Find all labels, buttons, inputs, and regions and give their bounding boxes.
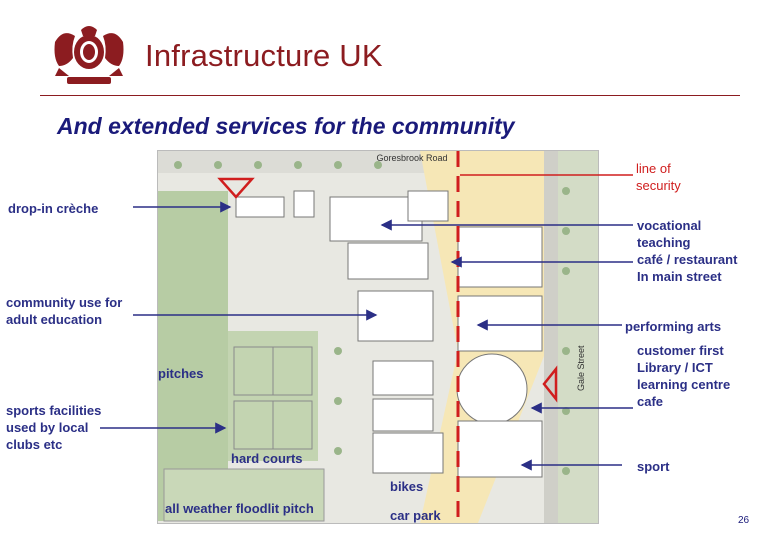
- label-hard-courts: hard courts: [231, 451, 303, 466]
- site-plan-drawing: Goresbrook Road Gale Street: [158, 151, 598, 523]
- label-line-of-security: line of security: [636, 161, 681, 193]
- brand-name: Infrastructure UK: [145, 38, 383, 73]
- street-label: Gale Street: [576, 345, 586, 391]
- creche-building: [235, 196, 285, 218]
- all-weather-pitch: [163, 468, 325, 522]
- header-divider: [40, 95, 740, 96]
- label-performing-arts: performing arts: [625, 319, 722, 334]
- label-all-weather: all weather floodlit pitch: [165, 501, 314, 516]
- label-pitches: pitches: [158, 366, 204, 381]
- security-marker-triangle: [217, 177, 255, 199]
- label-community-use: community use for adult education: [6, 295, 123, 327]
- sports-building: [372, 432, 444, 474]
- slide-title: And extended services for the community: [57, 113, 515, 139]
- security-marker-triangle: [542, 365, 558, 403]
- label-customer-first: customer first Library / ICT learning ce…: [637, 343, 731, 409]
- label-bikes: bikes: [390, 479, 424, 494]
- label-vocational: vocational teaching café / restaurant In…: [637, 218, 738, 284]
- label-sport: sport: [637, 459, 670, 474]
- page-number: 26: [738, 515, 750, 526]
- teaching-block: [329, 196, 423, 242]
- performing-arts-building: [457, 295, 543, 352]
- pitches-area: [158, 191, 228, 521]
- label-drop-in: drop-in crèche: [8, 201, 99, 216]
- main-street-building: [457, 226, 543, 288]
- site-plan: Goresbrook Road Gale Street: [157, 150, 599, 524]
- label-car-park: car park: [390, 508, 441, 523]
- road-label: Goresbrook Road: [376, 153, 447, 163]
- royal-crest-logo: [54, 26, 124, 84]
- label-sports-facilities: sports facilities used by local clubs et…: [6, 403, 102, 452]
